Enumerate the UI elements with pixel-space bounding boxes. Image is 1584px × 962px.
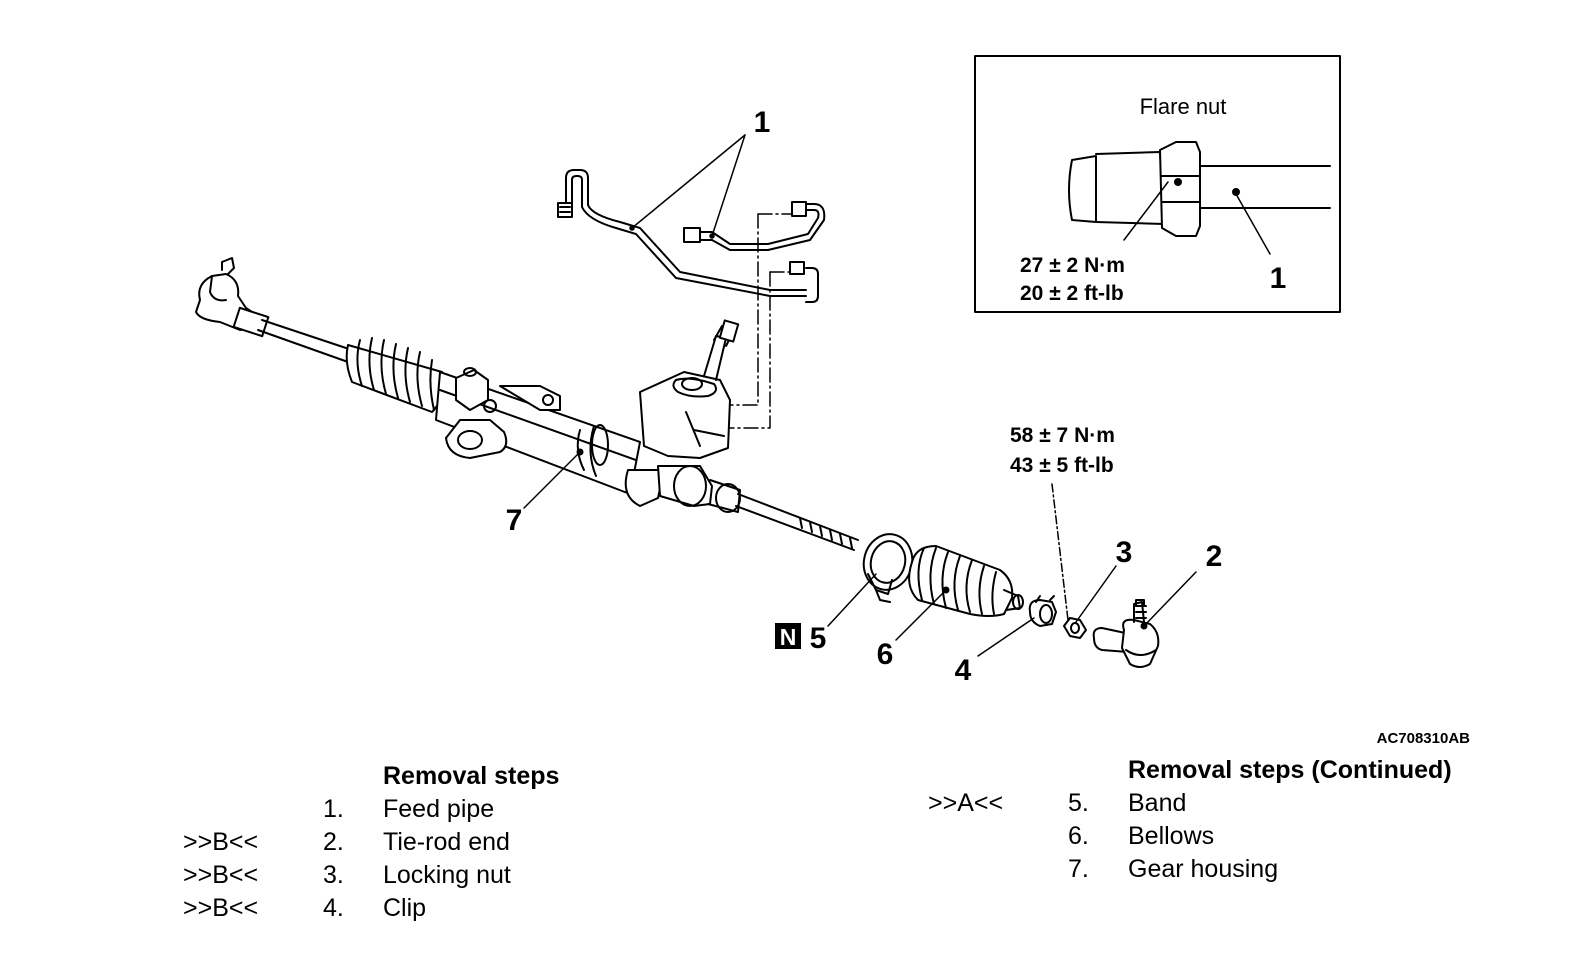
feed-pipe xyxy=(557,169,826,303)
step-number: 3. xyxy=(323,861,344,889)
detail-torque-ftlb: 20 ± 2 ft-lb xyxy=(1020,282,1124,305)
callout-1-leaders xyxy=(629,134,746,239)
step-name: Clip xyxy=(383,894,427,922)
step-number: 4. xyxy=(323,894,344,922)
callout-3-leader xyxy=(1075,565,1117,623)
figure-code: AC708310AB xyxy=(1377,730,1471,747)
callout-3: 3 xyxy=(1116,536,1133,569)
callout-7-leader xyxy=(523,451,581,509)
callout-1: 1 xyxy=(754,106,771,139)
step-ref: >>A<< xyxy=(928,789,1004,817)
removal-steps-list: Removal steps 1. Feed pipe >>B<< 2. Tie-… xyxy=(183,760,683,950)
right-inner-tie-rod xyxy=(735,493,859,551)
band xyxy=(862,533,914,603)
step-number: 7. xyxy=(1068,855,1089,883)
left-tie-rod-end xyxy=(195,257,270,338)
callout-5-leader xyxy=(827,573,877,627)
gear-housing xyxy=(345,319,741,513)
torque-ftlb: 43 ± 5 ft-lb xyxy=(1010,454,1114,477)
step-name: Tie-rod end xyxy=(383,828,510,856)
bellows xyxy=(908,545,1024,617)
callout-2: 2 xyxy=(1206,540,1223,573)
callout-7: 7 xyxy=(506,504,523,537)
torque-nm: 58 ± 7 N·m xyxy=(1010,424,1115,447)
flare-nut-label: Flare nut xyxy=(1140,94,1227,119)
step-name: Gear housing xyxy=(1128,855,1279,883)
step-number: 1. xyxy=(323,795,344,823)
removal-steps-continued-list: Removal steps (Continued) >>A<< 5. Band … xyxy=(928,754,1528,914)
step-number: 6. xyxy=(1068,822,1089,850)
clip xyxy=(1028,595,1057,627)
connection-lines xyxy=(729,213,793,429)
step-ref: >>B<< xyxy=(183,828,259,856)
callout-2-leader xyxy=(1143,571,1197,627)
callout-4: 4 xyxy=(955,654,972,687)
step-name: Band xyxy=(1128,789,1187,817)
step-ref: >>B<< xyxy=(183,861,259,889)
left-tie-rod xyxy=(257,319,353,363)
removal-steps-heading: Removal steps xyxy=(383,762,560,790)
step-ref: >>B<< xyxy=(183,894,259,922)
step-name: Locking nut xyxy=(383,861,511,889)
detail-torque-nm: 27 ± 2 N·m xyxy=(1020,254,1125,277)
callout-5: 5 xyxy=(810,622,827,655)
callout-6-leader xyxy=(895,589,947,641)
callout-6: 6 xyxy=(877,638,894,671)
flare-nut-detail xyxy=(974,55,1341,313)
step-number: 5. xyxy=(1068,789,1089,817)
callout-4-leader xyxy=(977,617,1035,657)
step-name: Feed pipe xyxy=(383,795,495,823)
removal-steps-continued-heading: Removal steps (Continued) xyxy=(1128,756,1452,784)
new-part-mark: N xyxy=(780,624,797,650)
torque-leader xyxy=(1051,483,1069,621)
step-number: 2. xyxy=(323,828,344,856)
right-tie-rod-end xyxy=(1092,599,1160,668)
new-part-mark-box xyxy=(775,623,801,649)
step-name: Bellows xyxy=(1128,822,1215,850)
locking-nut xyxy=(1063,617,1087,639)
detail-callout-1: 1 xyxy=(1270,262,1287,295)
